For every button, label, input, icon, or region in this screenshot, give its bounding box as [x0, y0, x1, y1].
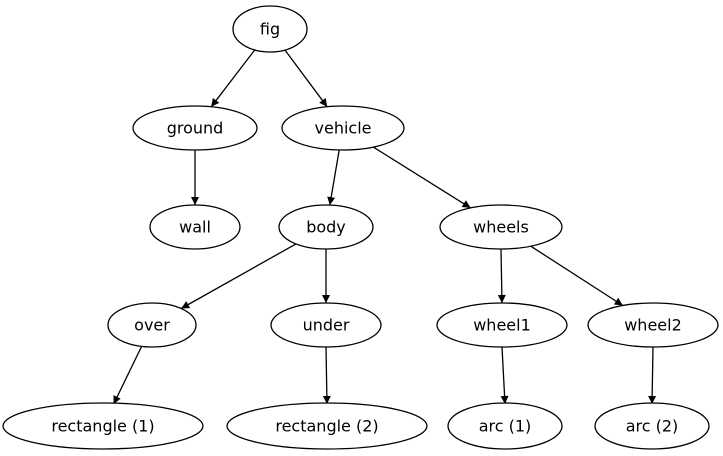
node-body: body [278, 204, 374, 250]
node-wall: wall [149, 204, 241, 250]
node-wheels: wheels [439, 204, 563, 250]
node-wheels-label: wheels [473, 218, 529, 237]
node-rectangle1: rectangle (1) [2, 402, 204, 450]
node-wheel1: wheel1 [436, 302, 568, 348]
node-over: over [107, 302, 197, 348]
node-under-label: under [303, 316, 350, 335]
node-wall-label: wall [179, 218, 211, 237]
edge-over-rectangle1 [113, 346, 143, 405]
node-arc2: arc (2) [594, 402, 710, 450]
node-fig: fig [232, 5, 308, 53]
node-body-label: body [306, 218, 346, 237]
node-arc1-label: arc (1) [479, 417, 532, 436]
node-ground: ground [132, 105, 258, 151]
node-wheel2: wheel2 [587, 302, 719, 348]
node-arc2-label: arc (2) [626, 417, 679, 436]
node-rectangle2: rectangle (2) [226, 402, 428, 450]
node-rectangle2-label: rectangle (2) [275, 417, 378, 436]
node-vehicle: vehicle [281, 105, 405, 151]
node-rectangle1-label: rectangle (1) [51, 417, 154, 436]
edge-wheel2-arc2 [648, 346, 657, 405]
node-wheel2-label: wheel2 [624, 316, 682, 335]
node-over-label: over [134, 316, 170, 335]
edge-under-rectangle2 [322, 346, 331, 405]
node-arc1: arc (1) [447, 402, 563, 450]
edge-vehicle-body [327, 149, 340, 206]
edge-vehicle-wheels [373, 146, 471, 209]
edge-fig-ground [210, 49, 256, 108]
edge-wheels-wheel2 [530, 245, 624, 307]
edge-body-over [180, 243, 297, 310]
edge-wheel1-arc1 [500, 346, 509, 405]
node-ground-label: ground [167, 119, 224, 138]
edge-wheels-wheel1 [497, 248, 506, 304]
node-under: under [270, 302, 382, 348]
node-fig-label: fig [260, 20, 280, 39]
edge-fig-vehicle [284, 49, 328, 108]
node-vehicle-label: vehicle [315, 119, 372, 138]
node-wheel1-label: wheel1 [473, 316, 531, 335]
